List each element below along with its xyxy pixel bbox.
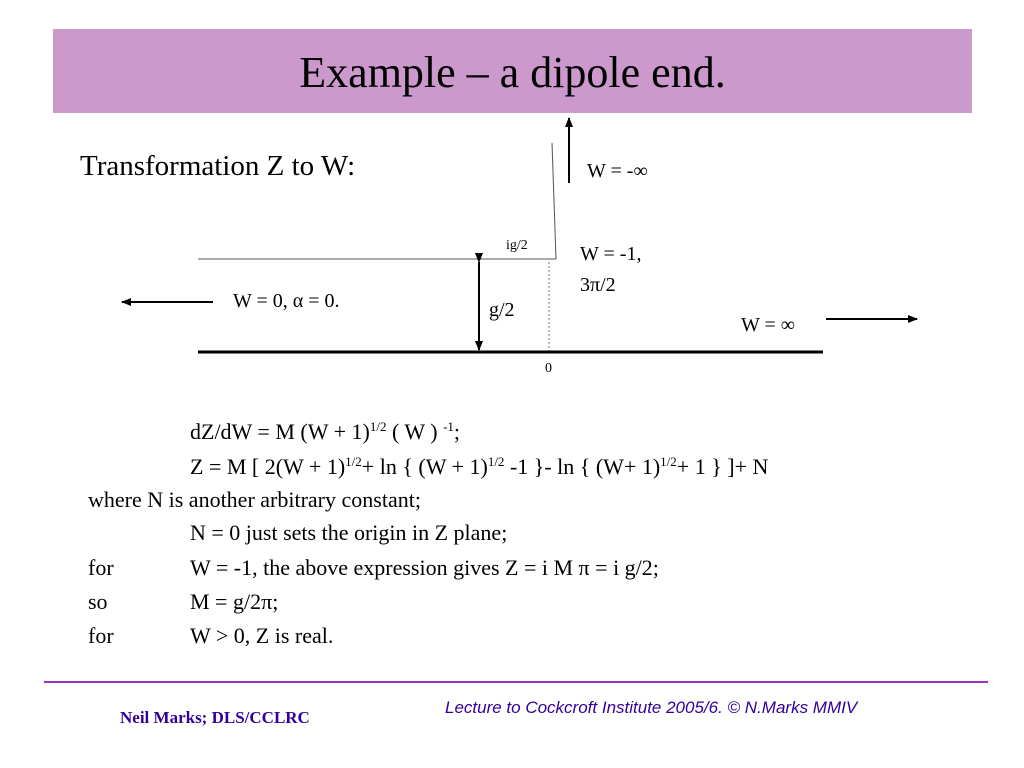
text-for-w-positive: for W > 0, Z is real.	[88, 623, 334, 648]
label-ig2: ig/2	[506, 238, 528, 253]
slide-title: Example – a dipole end.	[299, 48, 726, 97]
footer-lecture: Lecture to Cockcroft Institute 2005/6. ©…	[445, 698, 858, 717]
text-where-n: where N is another arbitrary constant;	[88, 487, 421, 512]
label-3pi-over-2: 3π/2	[580, 274, 616, 296]
label-w-zero: W = 0, α = 0.	[233, 290, 340, 312]
equation-dzdw: dZ/dW = M (W + 1)1/2 ( W ) -1;	[190, 419, 461, 444]
text-n-zero: N = 0 just sets the origin in Z plane;	[190, 520, 508, 545]
footer-divider	[44, 681, 988, 683]
label-w-minus-infinity: W = -∞	[587, 160, 648, 182]
title-bar: Example – a dipole end.	[53, 29, 972, 113]
text-so-m: so M = g/2π;	[88, 589, 279, 614]
label-origin: 0	[545, 361, 552, 376]
slide-subtitle: Transformation Z to W:	[80, 150, 356, 182]
equation-z: Z = M [ 2(W + 1)1/2+ ln { (W + 1)1/2 -1 …	[190, 454, 769, 479]
footer-author: Neil Marks; DLS/CCLRC	[120, 708, 310, 727]
label-w-minus-one: W = -1,	[580, 243, 642, 265]
pole-edge-line	[551, 142, 557, 260]
label-w-infinity: W = ∞	[741, 314, 796, 336]
text-for-w-minus-one: for W = -1, the above expression gives Z…	[88, 555, 659, 580]
label-g-over-2: g/2	[489, 299, 515, 321]
